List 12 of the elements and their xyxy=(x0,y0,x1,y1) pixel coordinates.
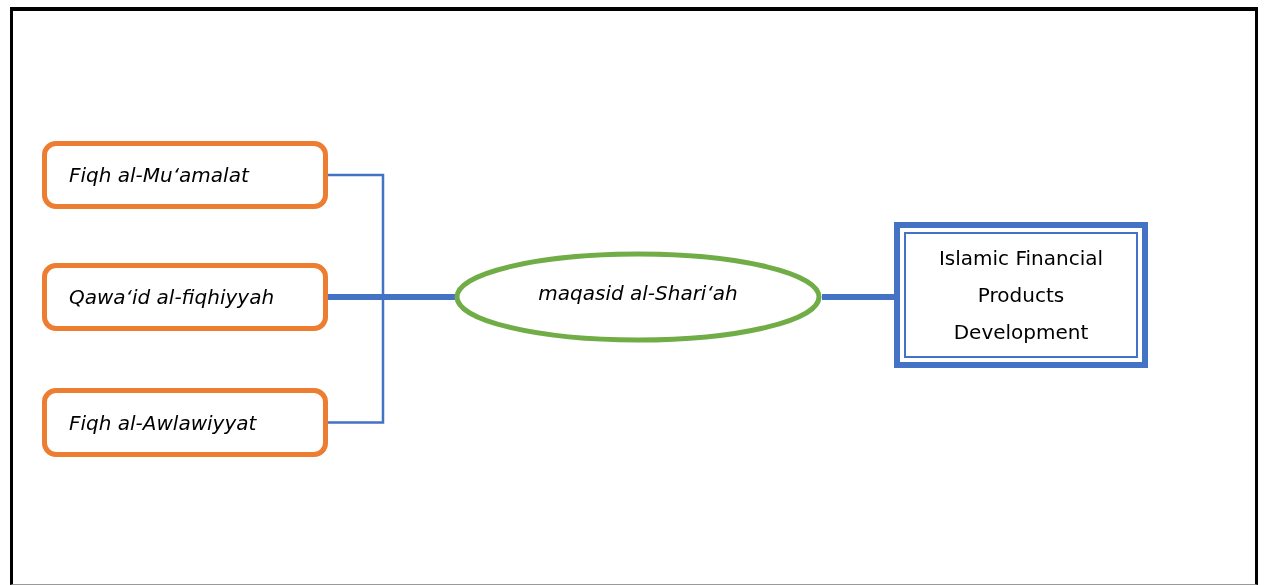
concept-label: Fiqh al-Awlawiyyat xyxy=(69,410,257,435)
concept-label: Qawa‘id al-fiqhiyyah xyxy=(69,285,275,309)
concept-label: Fiqh al-Mu‘amalat xyxy=(69,163,249,187)
connector-line xyxy=(328,294,457,300)
concept-box xyxy=(42,141,328,209)
concept-ellipse xyxy=(454,251,822,343)
concept-box xyxy=(42,388,328,457)
concept-label: maqasid al-Shari‘ah xyxy=(538,281,738,305)
connector-line xyxy=(328,295,457,424)
outcome-box xyxy=(894,222,1148,368)
box-label: Islamic Financial Products Development xyxy=(937,244,1105,346)
concept-box xyxy=(42,263,328,331)
